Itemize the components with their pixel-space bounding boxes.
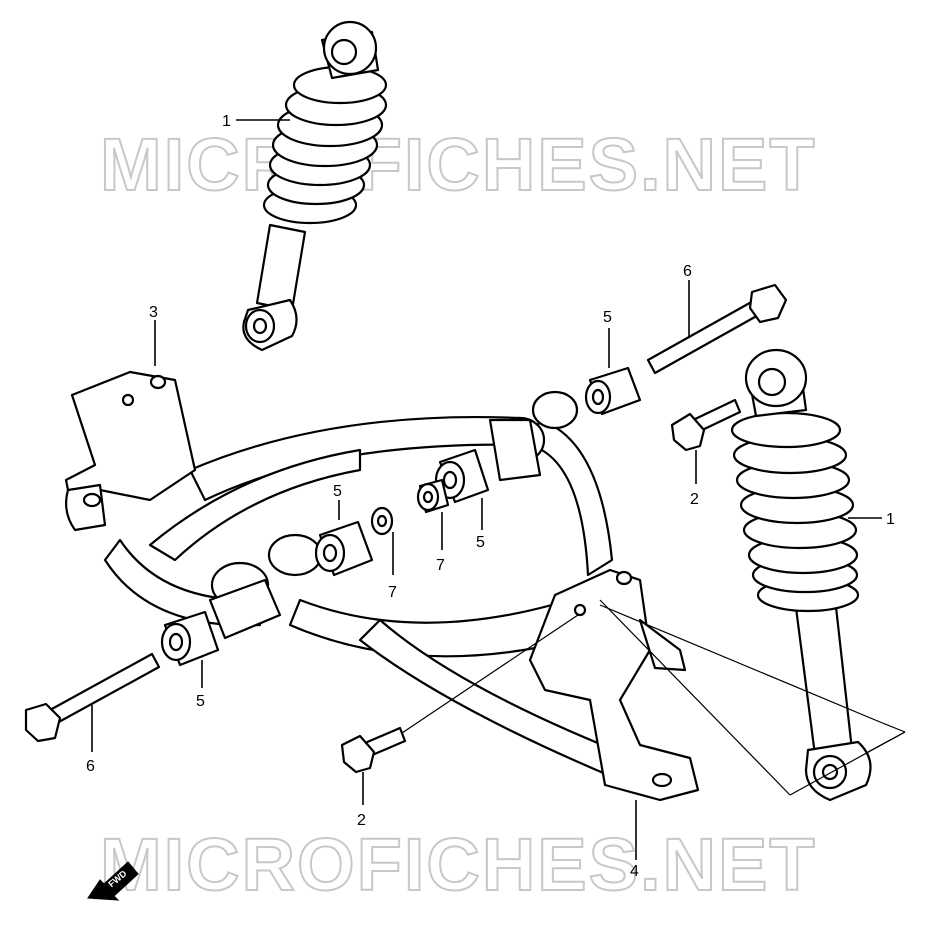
- callout-bracket-left: 3: [149, 304, 158, 321]
- callout-washer-a: 7: [388, 584, 397, 601]
- callout-bushing-mid: 5: [476, 534, 485, 551]
- watermark-bottom: MICROFICHES.NET: [100, 823, 817, 906]
- bolt-small-right: [670, 398, 742, 452]
- assembly-guide-lines: [401, 599, 906, 796]
- watermark-top: MICROFICHES.NET: [100, 123, 817, 206]
- washer-b: [416, 478, 450, 514]
- callout-bushing-top: 5: [603, 309, 612, 326]
- bushing-center: [314, 520, 374, 577]
- callout-bolt-long-top: 6: [683, 263, 692, 280]
- bushing-mid: [434, 448, 490, 504]
- bushing-bottom: [160, 610, 220, 667]
- callout-bracket-right: 4: [630, 863, 639, 880]
- callout-bushing-center: 5: [333, 483, 342, 500]
- mounting-bracket-left: [64, 370, 197, 532]
- mounting-bracket-right: [528, 568, 700, 802]
- callout-bushing-bottom: 5: [196, 693, 205, 710]
- shock-absorber-right: [730, 348, 872, 802]
- bolt-small-bottom: [340, 726, 407, 774]
- callout-bolt-small-right: 2: [690, 491, 699, 508]
- shock-absorber-left: [242, 20, 388, 352]
- callout-bolt-small-bottom: 2: [357, 812, 366, 829]
- bolt-long-top: [646, 283, 788, 375]
- bolt-long-bottom: [24, 652, 161, 743]
- bushing-top: [584, 366, 642, 416]
- washer-a: [370, 506, 394, 536]
- callout-washer-b: 7: [436, 557, 445, 574]
- callout-shock-right: 1: [886, 511, 895, 528]
- callout-bolt-long-bottom: 6: [86, 758, 95, 775]
- callout-shock-left: 1: [222, 113, 231, 130]
